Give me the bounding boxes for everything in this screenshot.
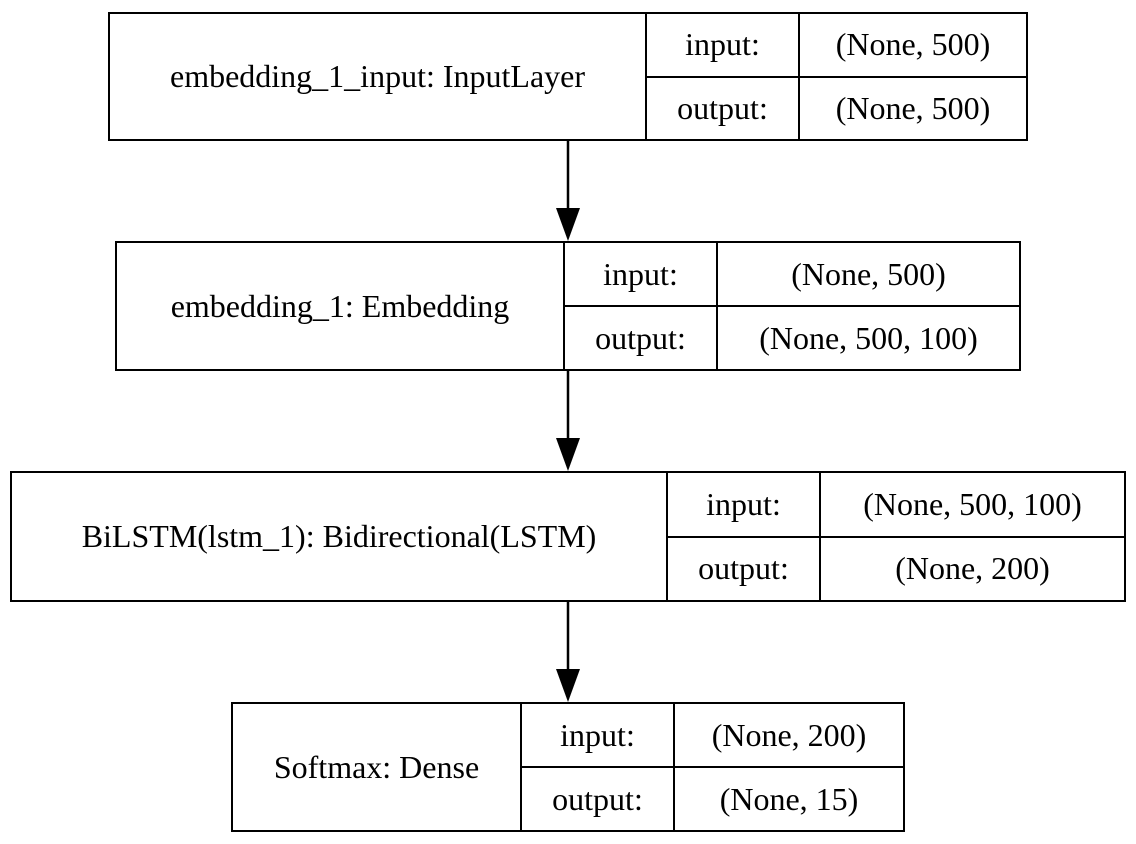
arrowhead-icon bbox=[556, 669, 580, 702]
output-row: output: (None, 500, 100) bbox=[565, 305, 1019, 369]
output-label: output: bbox=[565, 307, 718, 369]
output-row: output: (None, 200) bbox=[668, 535, 1124, 600]
node-title: embedding_1: Embedding bbox=[117, 243, 565, 369]
arrowhead-icon bbox=[556, 208, 580, 241]
input-label: input: bbox=[565, 243, 718, 305]
edge-embedding-to-bilstm bbox=[556, 370, 580, 471]
output-row: output: (None, 500) bbox=[647, 75, 1026, 139]
input-row: input: (None, 500) bbox=[647, 14, 1026, 76]
output-shape: (None, 500, 100) bbox=[759, 319, 978, 356]
node-shapes-table: input: (None, 500) output: (None, 500, 1… bbox=[565, 243, 1019, 369]
output-row: output: (None, 15) bbox=[522, 766, 903, 830]
arrowhead-icon bbox=[556, 438, 580, 471]
output-label: output: bbox=[647, 77, 800, 139]
input-shape: (None, 500) bbox=[791, 255, 946, 292]
output-label: output: bbox=[522, 768, 675, 830]
input-row: input: (None, 200) bbox=[522, 704, 903, 766]
edge-input-to-embedding bbox=[556, 140, 580, 241]
input-row: input: (None, 500, 100) bbox=[668, 473, 1124, 536]
input-label: input: bbox=[647, 14, 800, 76]
node-title: BiLSTM(lstm_1): Bidirectional(LSTM) bbox=[12, 473, 668, 600]
node-bilstm[interactable]: BiLSTM(lstm_1): Bidirectional(LSTM) inpu… bbox=[10, 471, 1126, 602]
node-shapes-table: input: (None, 500, 100) output: (None, 2… bbox=[668, 473, 1124, 600]
node-softmax[interactable]: Softmax: Dense input: (None, 200) output… bbox=[231, 702, 905, 832]
output-label: output: bbox=[668, 537, 821, 600]
output-shape: (None, 500) bbox=[835, 89, 991, 126]
node-title: embedding_1_input: InputLayer bbox=[110, 14, 647, 139]
node-shapes-table: input: (None, 200) output: (None, 15) bbox=[522, 704, 903, 830]
node-title: Softmax: Dense bbox=[233, 704, 522, 830]
input-shape: (None, 200) bbox=[711, 716, 867, 753]
input-shape: (None, 500) bbox=[835, 26, 991, 63]
node-embedding-1[interactable]: embedding_1: Embedding input: (None, 500… bbox=[115, 241, 1021, 371]
edge-bilstm-to-softmax bbox=[556, 601, 580, 702]
input-label: input: bbox=[668, 473, 821, 536]
node-shapes-table: input: (None, 500) output: (None, 500) bbox=[647, 14, 1026, 139]
node-embedding-1-input[interactable]: embedding_1_input: InputLayer input: (No… bbox=[108, 12, 1028, 141]
input-label: input: bbox=[522, 704, 675, 766]
output-shape: (None, 15) bbox=[719, 780, 859, 817]
input-row: input: (None, 500) bbox=[565, 243, 1019, 305]
input-shape: (None, 500, 100) bbox=[863, 485, 1082, 522]
output-shape: (None, 200) bbox=[895, 550, 1050, 587]
